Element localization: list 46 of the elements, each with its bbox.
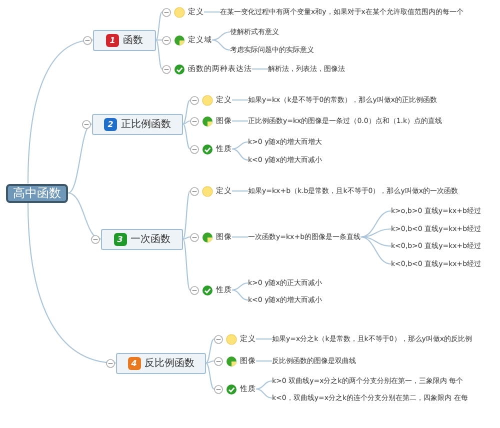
connector-line: [204, 11, 220, 13]
number-badge: 3: [114, 232, 126, 246]
connector-line: [182, 100, 190, 124]
connector-line: [256, 388, 272, 399]
connector-line: [182, 190, 190, 240]
connector-line: [232, 99, 248, 101]
connector-line: [212, 39, 230, 51]
topic-label: 正比例函数: [121, 118, 171, 131]
connector-line: [232, 148, 248, 161]
connector-line: [156, 12, 162, 40]
connector-line: [27, 202, 116, 364]
connector-line: [68, 192, 102, 240]
connector-line: [182, 238, 190, 290]
connector-line: [256, 360, 272, 362]
topic-label: 函数: [123, 34, 143, 47]
connector-line: [232, 120, 248, 122]
connector-line: [156, 40, 162, 70]
number-badge: 2: [104, 118, 117, 130]
connector-line: [206, 338, 214, 364]
connector-line: [232, 282, 248, 291]
connector-line: [182, 124, 190, 150]
connector-line: [232, 236, 248, 238]
connector-line: [360, 210, 392, 238]
number-badge: 1: [106, 34, 119, 46]
connector-line: [27, 39, 94, 184]
connector-line: [360, 236, 392, 247]
connector-line: [360, 236, 392, 265]
connector-line: [182, 236, 190, 240]
topic-box: [92, 114, 183, 134]
topic-box: [116, 352, 206, 374]
connector-line: [232, 289, 248, 301]
connector-line: [252, 68, 268, 70]
connector-line: [360, 228, 392, 238]
topic-box: [101, 228, 183, 250]
connector-line: [206, 362, 214, 390]
number-badge: 4: [128, 356, 140, 370]
connector-line: [256, 338, 272, 340]
topic-label: 一次函数: [130, 233, 170, 246]
connector-line: [256, 380, 272, 390]
root-topic-box: 高中函数: [6, 184, 68, 202]
topic-box: [93, 30, 156, 50]
connector-line: [212, 31, 230, 41]
connector-line: [232, 141, 248, 150]
connector-line: [68, 124, 92, 194]
topic-label: 反比例函数: [144, 356, 194, 370]
connector-line: [232, 190, 248, 192]
